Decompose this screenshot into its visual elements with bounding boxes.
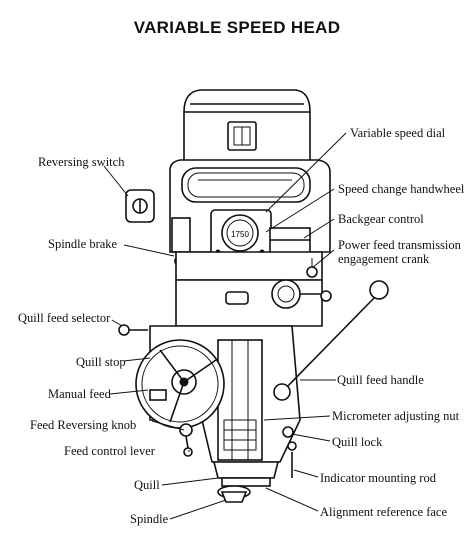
label-alignment-reference-face: Alignment reference face	[320, 505, 448, 519]
label-feed-control-lever: Feed control lever	[64, 444, 155, 458]
label-spindle: Spindle	[130, 512, 169, 526]
label-manual-feed: Manual feed	[48, 387, 111, 401]
label-power-feed-line1: Power feed transmission	[338, 238, 461, 252]
label-quill-feed-handle: Quill feed handle	[337, 373, 424, 387]
quill-feed-selector[interactable]	[118, 324, 148, 336]
manual-feed-handwheel[interactable]	[135, 339, 225, 429]
label-variable-speed-dial: Variable speed dial	[350, 126, 446, 140]
label-indicator-mounting-rod: Indicator mounting rod	[320, 471, 436, 485]
motor-housing	[183, 89, 311, 166]
label-backgear-control: Backgear control	[338, 212, 424, 226]
backgear-control[interactable]	[269, 227, 311, 255]
label-micrometer-adjusting-nut: Micrometer adjusting nut	[332, 409, 460, 423]
feed-reversing-knob[interactable]	[179, 423, 193, 457]
label-quill-feed-selector: Quill feed selector	[18, 311, 111, 325]
label-reversing-switch: Reversing switch	[38, 155, 125, 169]
quill-lock[interactable]	[282, 426, 297, 451]
gear-housing	[175, 251, 332, 327]
label-quill-lock: Quill lock	[332, 435, 383, 449]
label-power-feed-line2: engagement crank	[338, 252, 430, 266]
reversing-switch[interactable]	[125, 189, 155, 223]
label-feed-reversing-knob: Feed Reversing knob	[30, 418, 137, 432]
dial-readout: 1750	[231, 230, 249, 239]
label-quill-stop: Quill stop	[76, 355, 126, 369]
label-spindle-brake: Spindle brake	[48, 237, 118, 251]
diagram-title: VARIABLE SPEED HEAD	[133, 18, 341, 37]
quill-feed-handle[interactable]	[273, 280, 389, 401]
label-quill: Quill	[134, 478, 160, 492]
leader-lines	[103, 132, 347, 520]
quill-spindle	[212, 461, 280, 503]
label-speed-change-handwheel: Speed change handwheel	[338, 182, 465, 196]
